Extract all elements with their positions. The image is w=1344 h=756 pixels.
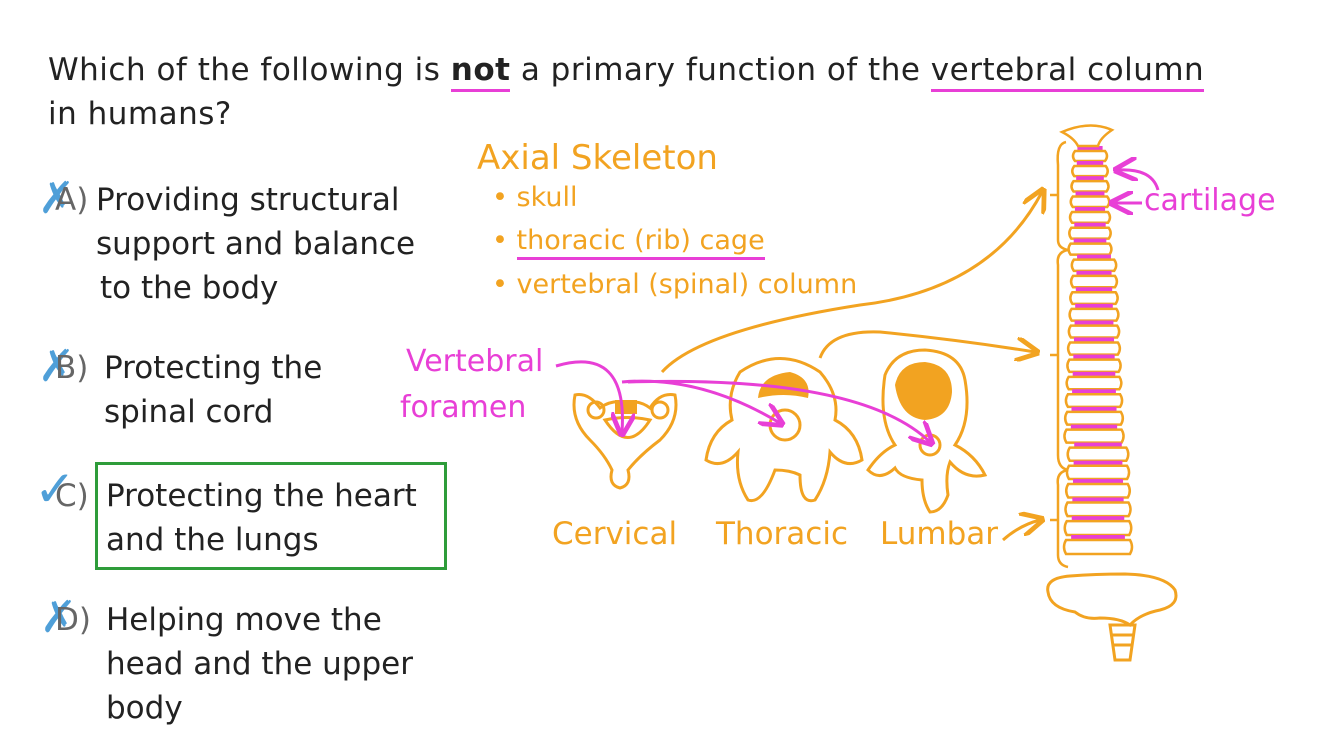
vertebra [1070,258,1118,273]
label-foramen: foramen [400,390,527,425]
cartilage-disc [1071,516,1125,522]
vertebra [1064,393,1124,409]
cartilage-disc [1074,222,1106,228]
cartilage-disc [1075,191,1105,197]
vertebra [1066,446,1130,462]
option-b-line-1[interactable]: Protecting the [104,350,323,386]
vertebra [1066,358,1122,374]
vertebra [1067,242,1113,256]
axial-item-vertebral-column: • vertebral (spinal) column [492,269,858,300]
vertebra [1064,501,1132,518]
option-d-line-3[interactable]: body [106,690,183,726]
vertebra [1068,226,1112,240]
vertebral-column [1062,146,1134,556]
cartilage-disc [1070,424,1118,430]
option-a-line-1[interactable]: Providing structural [96,182,400,218]
vertebra [1063,410,1125,426]
option-a-wrong-mark: ✗ [38,173,75,224]
cartilage-disc [1076,161,1104,166]
vertebra [1069,195,1111,209]
region-brackets [1050,140,1069,569]
cartilage-disc [1072,479,1124,485]
vertebra [1070,179,1110,193]
region-arrows [660,192,1042,542]
vertebra [1068,307,1120,322]
option-d-wrong-mark: ✗ [40,592,77,643]
option-d-letter: D) [55,602,91,638]
option-c-line-1[interactable]: Protecting the heart [106,478,417,514]
vertebra [1063,519,1133,537]
cartilage-disc [1076,270,1112,276]
cartilage-disc [1075,287,1113,293]
cartilage-disc [1073,337,1115,343]
cartilage-disc [1077,146,1103,151]
cartilage-disc [1074,442,1122,448]
vertebra [1069,274,1119,289]
question-line-1: Which of the following is not a primary … [48,52,1205,92]
lumbar-body [895,362,952,420]
cartilage-disc [1074,207,1106,213]
option-c-check-mark: ✓ [34,460,76,518]
cartilage-arrows [1114,170,1160,203]
option-b-letter: B) [55,350,89,386]
option-c-letter: C) [55,478,89,514]
option-d-line-1[interactable]: Helping move the [106,602,382,638]
vertebra [1069,291,1119,306]
label-lumbar: Lumbar [880,516,998,552]
cartilage-disc [1073,460,1123,466]
question-part-2: a primary function of the [520,52,921,88]
vertebra [1065,464,1131,481]
axial-item-rib-cage: • thoracic (rib) cage [492,225,765,260]
correct-answer-box [95,462,447,570]
vertebra [1066,341,1122,356]
cartilage-disc [1074,320,1114,326]
vertebra [1062,538,1134,556]
thoracic-body [758,372,809,398]
axial-item-skull: • skull [492,182,578,213]
option-d-line-2[interactable]: head and the upper [106,646,413,682]
cartilage-disc [1071,406,1117,412]
vertebra [1071,164,1109,178]
label-cervical: Cervical [552,516,678,552]
cartilage-disc [1072,497,1124,503]
label-thoracic: Thoracic [716,516,848,552]
cartilage-disc [1073,238,1107,244]
question-term: vertebral column [930,52,1205,92]
vertebra [1063,428,1125,444]
label-vertebral: Vertebral [406,344,544,379]
vertebra [1071,149,1109,163]
cartilage-disc [1072,371,1116,377]
cartilage-disc [1071,535,1125,540]
vertebra [1067,324,1121,339]
foramen-arrows [555,360,930,442]
label-cartilage: cartilage [1144,183,1276,218]
vertebra [1065,375,1123,391]
option-c-line-2[interactable]: and the lungs [106,522,319,558]
question-part-1: Which of the following is [48,52,441,88]
question-emphasis: not [450,52,511,92]
option-a-line-3[interactable]: to the body [100,270,279,306]
option-a-line-2[interactable]: support and balance [96,226,416,262]
vertebra [1068,210,1112,224]
cartilage-disc [1073,354,1115,360]
vertebra [1064,482,1132,499]
option-b-wrong-mark: ✗ [38,341,75,392]
question-line-2: in humans? [48,96,232,132]
cartilage-disc [1072,389,1116,395]
option-a-letter: A) [55,182,89,218]
cartilage-disc [1077,254,1111,260]
sacrum [1046,572,1178,662]
cervical-body [615,400,637,414]
atlas-vertebra [1059,124,1115,148]
cartilage-disc [1076,176,1104,182]
option-b-line-2[interactable]: spinal cord [104,394,274,430]
cartilage-disc [1075,303,1113,309]
axial-skeleton-title: Axial Skeleton [477,138,718,178]
